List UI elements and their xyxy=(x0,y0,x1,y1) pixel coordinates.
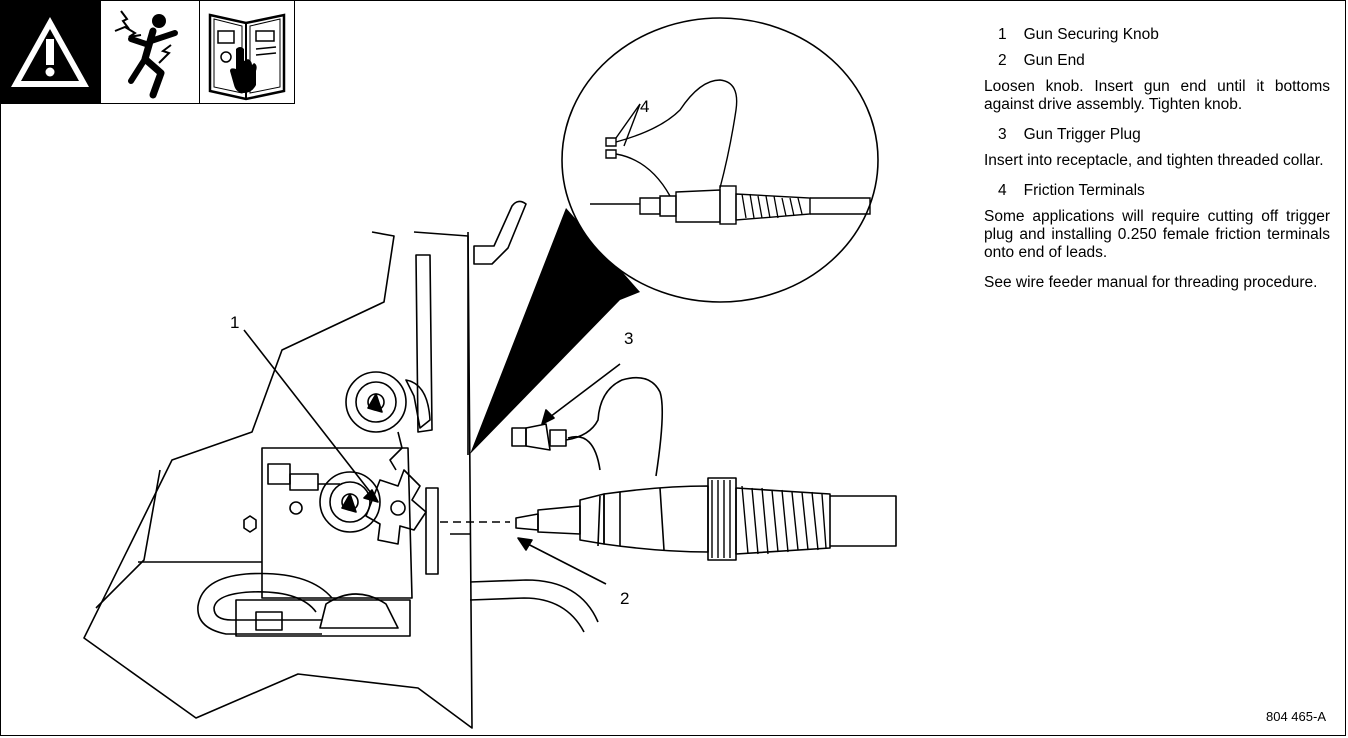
note-item-3: 3 Gun Trigger Plug xyxy=(998,126,1330,144)
note-item-2: 2 Gun End xyxy=(998,52,1330,70)
note-label: Gun Trigger Plug xyxy=(1023,126,1141,143)
note-number: 3 xyxy=(998,126,1007,143)
callout-3: 3 xyxy=(624,329,634,348)
callout-2: 2 xyxy=(620,589,630,608)
warning-triangle-icon xyxy=(0,0,101,104)
wire-feeder-drawing xyxy=(83,17,897,729)
note-number: 1 xyxy=(998,26,1007,43)
note-label: Gun End xyxy=(1023,52,1085,69)
note-item-1: 1 Gun Securing Knob xyxy=(998,26,1330,44)
note-number: 4 xyxy=(998,182,1007,199)
read-manual-icon xyxy=(199,0,295,104)
callout-1: 1 xyxy=(230,313,240,332)
part-number: 804 465-A xyxy=(1266,709,1326,724)
note-label: Friction Terminals xyxy=(1023,182,1145,199)
note-paragraph-3: Some applications will require cutting o… xyxy=(984,208,1330,261)
note-item-4: 4 Friction Terminals xyxy=(998,182,1330,200)
notes-column: 1 Gun Securing Knob 2 Gun End Loosen kno… xyxy=(984,26,1330,304)
note-label: Gun Securing Knob xyxy=(1023,26,1159,43)
note-paragraph-2: Insert into receptacle, and tighten thre… xyxy=(984,152,1324,169)
note-paragraph-4: See wire feeder manual for threading pro… xyxy=(984,274,1318,291)
note-paragraph-1: Loosen knob. Insert gun end until it bot… xyxy=(984,78,1330,113)
callout-4: 4 xyxy=(640,97,650,116)
note-number: 2 xyxy=(998,52,1007,69)
